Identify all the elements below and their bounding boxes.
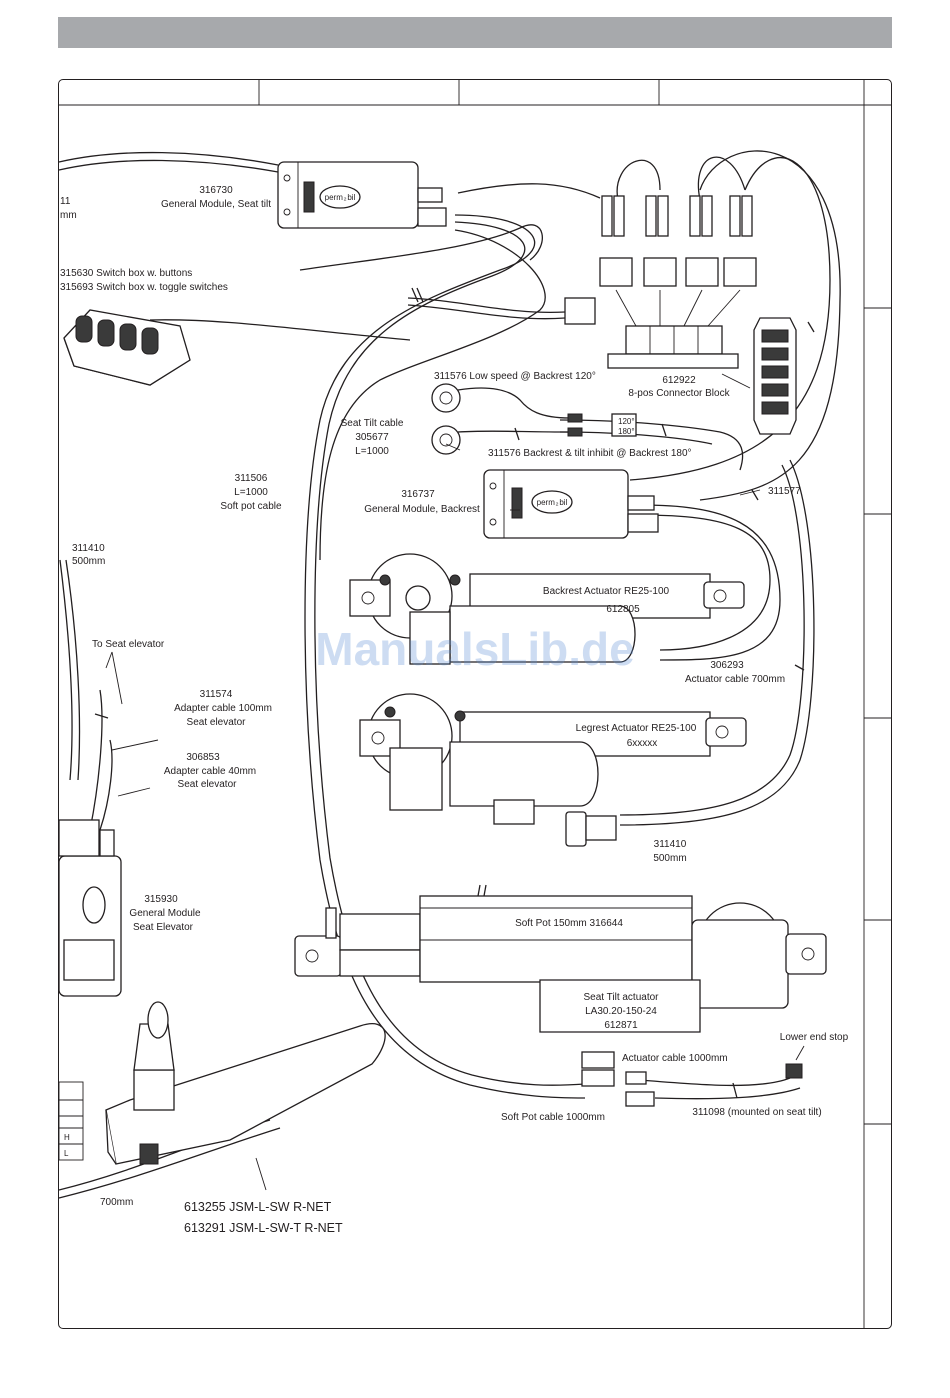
label-backrest-actuator-num: 612805: [606, 604, 640, 615]
drawing-frame: [58, 79, 892, 1329]
backrest-actuator: [349, 553, 745, 665]
label-gm-seat-elev-target: Seat Elevator: [133, 922, 194, 933]
general-module-backrest: perm ₂ bil: [483, 469, 659, 539]
switch-box: [63, 309, 191, 386]
diagram-labels: 316730 General Module, Seat tilt 11 mm 3…: [60, 185, 849, 1235]
label-gm-seat-tilt-num: 316730: [199, 185, 233, 196]
leader-lines: [105, 443, 761, 797]
label-cable-311098: 311098 (mounted on seat tilt): [692, 1107, 821, 1118]
label-joystick-1: 613255 JSM-L-SW R-NET: [184, 1200, 332, 1214]
general-module-seat-elevator: [58, 819, 122, 997]
label-connector-block-name: 8-pos Connector Block: [628, 388, 730, 399]
module-logo: perm ₂ bil: [325, 193, 356, 202]
label-actuator-cable-700-num: 306293: [710, 660, 744, 671]
label-cable-311410-right: 311410: [654, 839, 687, 850]
label-backrest-actuator: Backrest Actuator RE25-100: [543, 586, 670, 597]
label-cable-311410-left-len: 500mm: [72, 556, 105, 567]
label-adapter-100-target: Seat elevator: [187, 717, 247, 728]
tilt-switches: [431, 383, 637, 455]
label-angle-180: 180°: [618, 427, 635, 436]
label-connector-block-num: 612922: [662, 375, 696, 386]
label-adapter-100-name: Adapter cable 100mm: [174, 703, 272, 714]
watermark: ManualsLib.de: [315, 623, 634, 675]
label-seat-tilt-cable-num: 305677: [355, 432, 389, 443]
label-seat-tilt-actuator-model: LA30.20-150-24: [585, 1006, 657, 1017]
label-joystick-2: 613291 JSM-L-SW-T R-NET: [184, 1221, 343, 1235]
label-backrest-inhibit: 311576 Backrest & tilt inhibit @ Backres…: [488, 448, 692, 459]
label-adapter-40-name: Adapter cable 40mm: [164, 766, 256, 777]
label-low-speed: 311576 Low speed @ Backrest 120°: [434, 371, 596, 382]
label-angle-120: 120°: [618, 417, 635, 426]
label-switchbox-buttons: 315630 Switch box w. buttons: [60, 268, 192, 279]
seat-tilt-actuator: [294, 895, 827, 1033]
key-table: H L: [58, 1081, 84, 1161]
joystick: [105, 1001, 386, 1191]
label-lower-end-stop: Lower end stop: [780, 1032, 849, 1043]
label-seat-tilt-actuator-num: 612871: [604, 1020, 638, 1031]
label-cable-311410-right-len: 500mm: [653, 853, 686, 864]
general-module-seat-tilt: perm ₂ bil: [277, 161, 447, 229]
label-softpot-cable-1000: Soft Pot cable 1000mm: [501, 1112, 605, 1123]
label-seat-tilt-actuator: Seat Tilt actuator: [583, 992, 659, 1003]
label-softpot-cable-name: Soft pot cable: [220, 501, 282, 512]
label-softpot-cable-num: 311506: [235, 473, 268, 484]
module-logo: perm ₂ bil: [537, 498, 568, 507]
label-cable-311577: 311577: [768, 486, 801, 497]
label-gm-seat-tilt-name: General Module, Seat tilt: [161, 199, 271, 210]
header-bar: [58, 17, 892, 48]
key-l: L: [64, 1149, 69, 1158]
legrest-actuator: [359, 693, 747, 847]
label-seat-tilt-cable-len: L=1000: [355, 446, 389, 457]
label-softpot-cable-len: L=1000: [234, 487, 268, 498]
label-to-seat-elevator: To Seat elevator: [92, 639, 165, 650]
label-switchbox-toggle: 315693 Switch box w. toggle switches: [60, 282, 228, 293]
label-left-cut-num: 11: [60, 196, 71, 207]
bottom-connectors: [581, 1045, 805, 1107]
label-legrest-actuator: Legrest Actuator RE25-100: [576, 723, 697, 734]
key-h: H: [64, 1133, 70, 1142]
cable-bundle: [58, 150, 841, 1199]
label-joystick-cable-len: 700mm: [100, 1197, 133, 1208]
title-block-row: [59, 80, 891, 1328]
label-adapter-40-target: Seat elevator: [178, 779, 238, 790]
label-soft-pot: Soft Pot 150mm 316644: [515, 918, 623, 929]
label-gm-backrest-name: General Module, Backrest: [364, 504, 480, 515]
label-gm-backrest-num: 316737: [401, 489, 435, 500]
label-adapter-40-num: 306853: [186, 752, 220, 763]
zone-ticks: [864, 307, 891, 1125]
label-actuator-cable-700: Actuator cable 700mm: [685, 674, 785, 685]
label-gm-seat-elev-num: 315930: [144, 894, 178, 905]
top-connectors: [564, 195, 757, 369]
label-seat-tilt-cable: Seat Tilt cable: [341, 418, 404, 429]
label-cable-311410-left: 311410: [72, 543, 105, 554]
label-actuator-cable-1000: Actuator cable 1000mm: [622, 1053, 728, 1064]
label-adapter-100-num: 311574: [200, 689, 233, 700]
label-legrest-actuator-num: 6xxxxx: [627, 738, 658, 749]
connector-block-8pos: [721, 317, 797, 435]
label-gm-seat-elev-name: General Module: [129, 908, 201, 919]
label-left-cut-unit: mm: [60, 210, 77, 221]
